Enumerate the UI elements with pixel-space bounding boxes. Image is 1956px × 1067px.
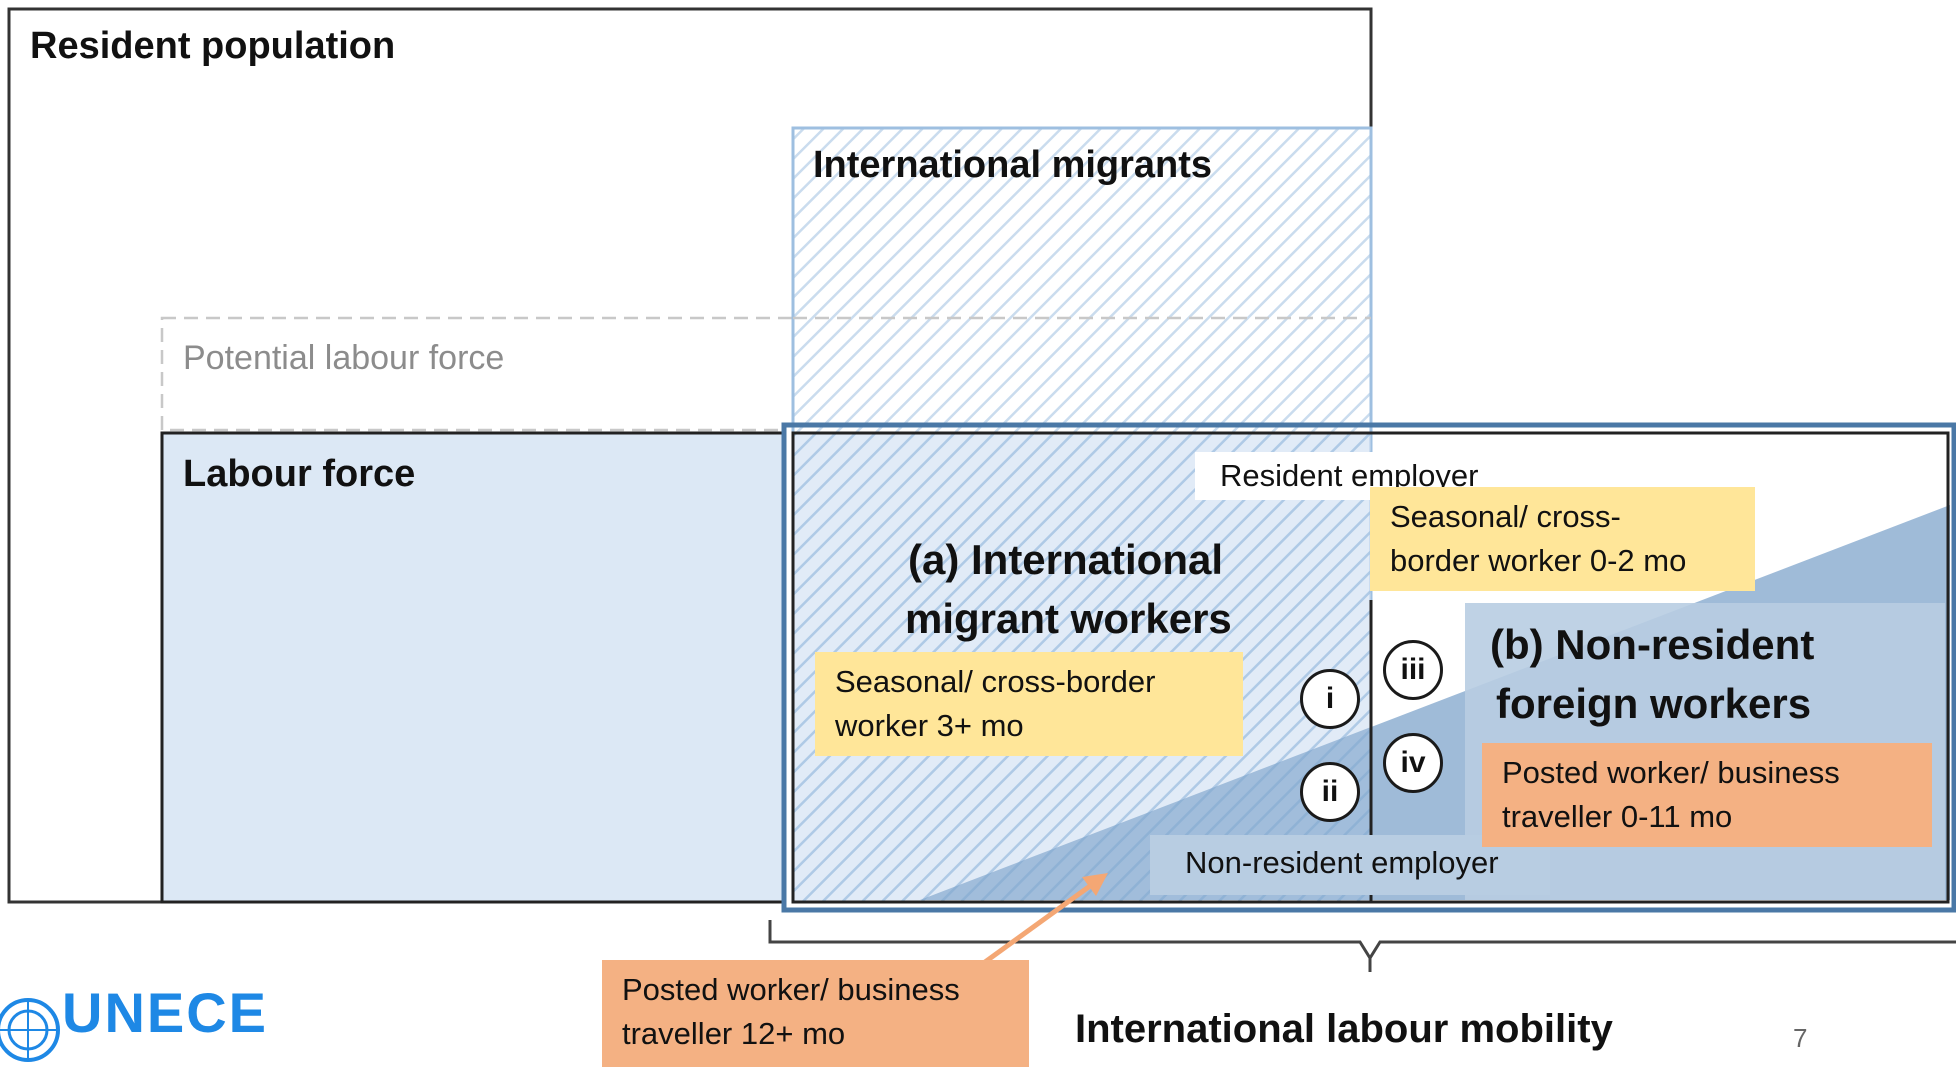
potential-labour-force-label: Potential labour force [183, 339, 505, 377]
non-resident-workers-title-line1: (b) Non-resident [1490, 621, 1815, 668]
non-resident-employer-label: Non-resident employer [1185, 845, 1499, 880]
un-emblem-icon [0, 998, 60, 1062]
circle-iv: iv [1383, 733, 1443, 793]
seasonal-short-note-line2: border worker 0-2 mo [1390, 543, 1687, 578]
posted-long-note-line1: Posted worker/ business [622, 972, 960, 1007]
posted-long-note: Posted worker/ business traveller 12+ mo [602, 960, 1029, 1067]
seasonal-long-note: Seasonal/ cross-border worker 3+ mo [815, 652, 1243, 756]
posted-long-note-line2: traveller 12+ mo [622, 1016, 846, 1051]
seasonal-short-note: Seasonal/ cross- border worker 0-2 mo [1370, 487, 1755, 591]
posted-short-note-line1: Posted worker/ business [1502, 755, 1840, 790]
circle-i: i [1300, 669, 1360, 729]
mobility-inner-border [791, 431, 1950, 904]
migrant-workers-title-line1: (a) International [908, 536, 1224, 583]
non-resident-workers-title-line2: foreign workers [1496, 680, 1812, 727]
resident-population-label: Resident population [30, 25, 396, 67]
mobility-outer-border [781, 422, 1956, 913]
posted-worker-arrow-head [1082, 873, 1108, 896]
unece-logo: UNECE [0, 980, 268, 1045]
unece-logo-text: UNECE [62, 981, 269, 1044]
posted-short-note: Posted worker/ business traveller 0-11 m… [1482, 743, 1932, 847]
page-number: 7 [1793, 1023, 1808, 1053]
international-labour-mobility-label: International labour mobility [1075, 1007, 1613, 1051]
circle-iii: iii [1383, 640, 1443, 700]
circle-ii: ii [1300, 762, 1360, 822]
international-migrants-label: International migrants [813, 144, 1213, 186]
posted-worker-arrow-shaft [983, 883, 1092, 965]
seasonal-short-note-line1: Seasonal/ cross- [1390, 499, 1621, 534]
migrant-workers-title-line2: migrant workers [905, 595, 1232, 642]
mobility-brace [768, 920, 1956, 961]
labour-force-label: Labour force [183, 453, 416, 495]
seasonal-long-note-line1: Seasonal/ cross-border [835, 664, 1156, 699]
seasonal-long-note-line2: worker 3+ mo [835, 708, 1024, 743]
posted-short-note-line2: traveller 0-11 mo [1502, 799, 1733, 834]
